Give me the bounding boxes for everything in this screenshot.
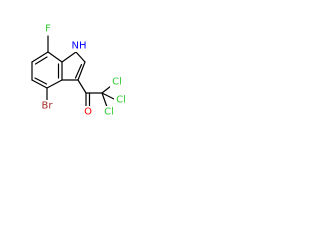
atom-label-nh: NH — [72, 41, 87, 52]
bond-ccl3-cl2 — [101, 92, 115, 100]
atom-label-cl-3: Cl — [104, 107, 114, 118]
bond-c2-c3-inner — [74, 63, 83, 79]
bond-c7-c7a — [47, 51, 63, 63]
bond-c6-c7-inner — [34, 56, 48, 65]
bond-c4-c5 — [31, 79, 48, 89]
bond-c2-c3 — [77, 61, 86, 81]
benzene-ring — [31, 51, 63, 89]
atom-label-o: O — [84, 107, 92, 118]
atom-label-br: Br — [42, 101, 54, 112]
atom-cl-3: Cl — [102, 106, 116, 118]
atom-nh: NH — [71, 40, 87, 52]
trichloroacetyl-group — [85, 85, 115, 108]
bond-c3-carbonyl — [77, 79, 87, 94]
pyrrole-ring — [61, 51, 86, 81]
atom-label-cl-2: Cl — [116, 95, 126, 106]
atom-label-f: F — [45, 24, 51, 35]
bond-c7a-n1 — [61, 51, 77, 63]
atom-br: Br — [38, 100, 56, 112]
bond-c3a-c4 — [46, 79, 63, 89]
structure-drawing: F NH Br O Cl Cl Cl — [31, 23, 128, 118]
atom-cl-2: Cl — [114, 94, 128, 106]
bond-n1-c2 — [75, 51, 86, 63]
atom-o: O — [82, 106, 94, 118]
bond-c4-c5-inner — [34, 77, 48, 85]
bond-c6-c7 — [31, 51, 49, 63]
bond-ccl3-cl1 — [101, 85, 112, 94]
atom-f: F — [43, 23, 53, 35]
molecule-structure: F NH Br O Cl Cl Cl — [0, 0, 152, 152]
atom-label-cl-1: Cl — [112, 77, 122, 88]
bond-ccl3-cl3 — [101, 92, 108, 108]
atom-cl-1: Cl — [110, 76, 124, 88]
